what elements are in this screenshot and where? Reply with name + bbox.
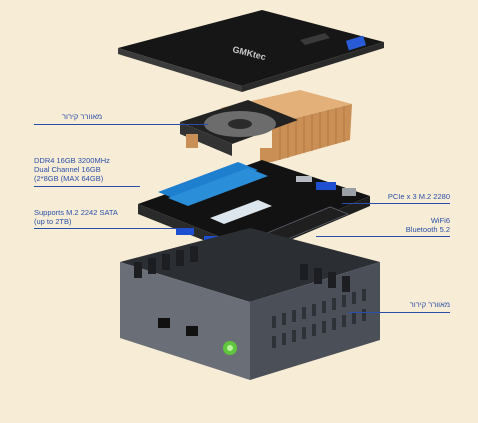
- label-sata-line2: (up to 2TB): [34, 217, 72, 226]
- nvme-ssd: [258, 206, 350, 244]
- label-ram-line1: DDR4 16GB 3200MHz: [34, 156, 110, 165]
- leader-ram: [34, 186, 140, 187]
- cooling-fan-assembly: [180, 90, 352, 162]
- motherboard: [138, 160, 370, 258]
- label-sata-line1: Supports M.2 2242 SATA: [34, 208, 118, 217]
- label-fan-top: מאוורר קירור: [62, 112, 103, 121]
- leader-sata: [34, 228, 180, 229]
- top-lid: [118, 10, 384, 92]
- ram-module-2: [168, 168, 268, 206]
- label-fan-bottom: מאוורר קירור: [409, 300, 450, 309]
- leader-fan-bottom: [348, 312, 450, 313]
- side-vent-grill: [272, 289, 366, 348]
- label-ram-line2: Dual Channel 16GB: [34, 165, 101, 174]
- leader-wifi: [316, 236, 450, 237]
- label-ram-line3: (2*8GB (MAX 64GB): [34, 174, 104, 183]
- io-port-1: [296, 176, 312, 182]
- label-wifi-line1: WiFi6: [430, 216, 450, 225]
- usb-port-blue-1: [176, 228, 194, 235]
- ram-module-1: [158, 162, 258, 200]
- front-usb-port-1: [158, 318, 170, 328]
- leader-pcie: [342, 203, 450, 204]
- io-port-3: [342, 188, 356, 196]
- lid-sticker-icon: [345, 35, 367, 51]
- label-wifi-line2: Bluetooth 5.2: [405, 225, 450, 234]
- io-port-2: [316, 182, 336, 190]
- chassis: [120, 228, 380, 380]
- front-usb-port-2: [186, 326, 198, 336]
- sata-ssd: [210, 200, 272, 224]
- label-pcie: PCIe x 3 M.2 2280: [387, 192, 450, 201]
- leader-fan-top: [34, 124, 208, 125]
